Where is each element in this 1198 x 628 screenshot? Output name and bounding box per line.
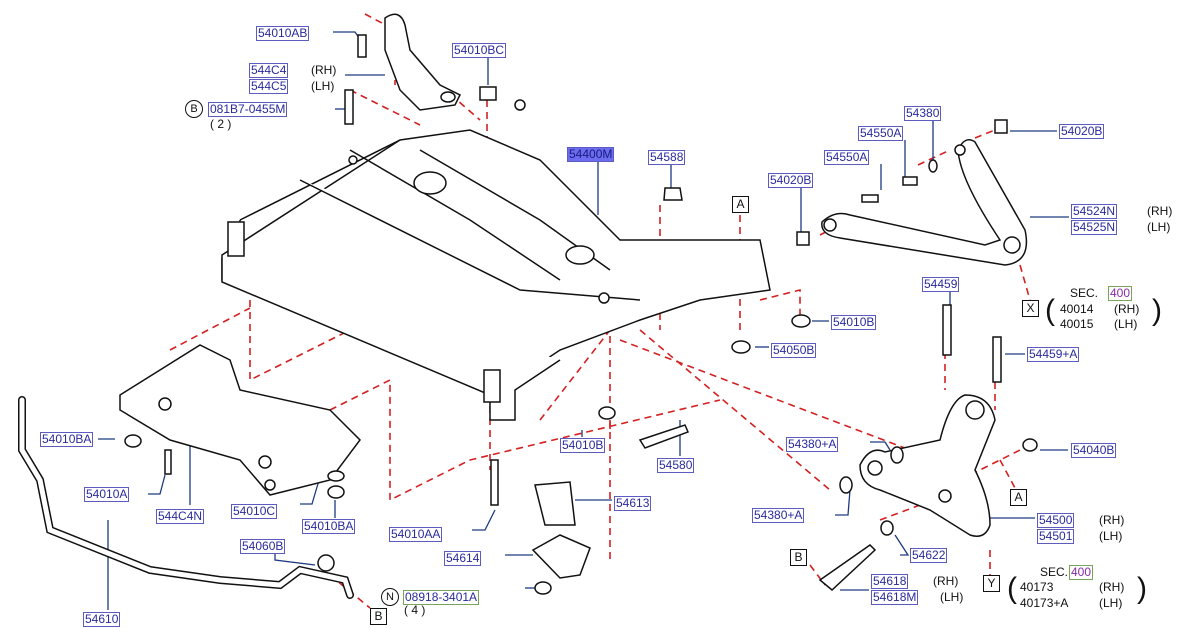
ref-box-b: B: [790, 549, 807, 566]
section-text: SEC.: [1070, 286, 1099, 300]
part-number-40173: 40173: [1020, 580, 1054, 594]
ref-box-x: X: [1022, 300, 1039, 317]
quantity-4: ( 4 ): [404, 603, 426, 617]
ref-box-a: A: [1010, 489, 1027, 506]
ref-circle-n: N: [381, 588, 399, 606]
side-rh: (RH): [311, 63, 337, 77]
ref-circle-b: B: [185, 100, 203, 118]
section-link-400[interactable]: 400: [1108, 286, 1133, 301]
quantity-2: ( 2 ): [210, 117, 232, 131]
part-label-54400M[interactable]: 54400M: [567, 147, 615, 162]
part-label-54550A[interactable]: 54550A: [858, 126, 904, 141]
part-label-54010AB[interactable]: 54010AB: [256, 26, 310, 41]
part-label-54020B[interactable]: 54020B: [1059, 124, 1105, 139]
leader-lines: [98, 31, 1069, 610]
side-rh: (RH): [1099, 513, 1125, 527]
part-label-544C4[interactable]: 544C4: [249, 63, 289, 78]
open-paren: (: [1007, 572, 1017, 605]
part-label-54622[interactable]: 54622: [910, 548, 948, 563]
part-label-54618[interactable]: 54618: [871, 574, 909, 589]
part-label-54500[interactable]: 54500: [1037, 513, 1075, 528]
part-label-54459[interactable]: 54459: [922, 277, 960, 292]
front-crossmember: [221, 99, 771, 421]
part-label-54501[interactable]: 54501: [1037, 529, 1075, 544]
part-label-54010BA[interactable]: 54010BA: [40, 432, 94, 447]
part-label-54610[interactable]: 54610: [83, 612, 121, 627]
part-label-08918-3401A[interactable]: 08918-3401A: [403, 590, 480, 605]
upper-link-54524N: [821, 139, 1028, 266]
ref-box-y: Y: [983, 575, 1000, 592]
part-label-54588[interactable]: 54588: [648, 150, 686, 165]
part-label-54020B[interactable]: 54020B: [768, 173, 814, 188]
rear-member-544C4N: [119, 344, 361, 496]
part-label-54010B[interactable]: 54010B: [831, 315, 877, 330]
part-label-54614[interactable]: 54614: [444, 551, 482, 566]
part-label-54010BC[interactable]: 54010BC: [452, 43, 507, 58]
part-number-40015: 40015: [1060, 317, 1094, 331]
side-lh: (LH): [1114, 317, 1138, 331]
side-lh: (LH): [311, 79, 335, 93]
part-label-54550A[interactable]: 54550A: [824, 150, 870, 165]
part-label-54380-a[interactable]: 54380+A: [786, 437, 839, 452]
part-label-54380[interactable]: 54380: [904, 106, 942, 121]
lower-link-54500: [859, 394, 996, 537]
part-label-54010BA[interactable]: 54010BA: [302, 519, 356, 534]
side-rh: (RH): [933, 574, 959, 588]
side-rh: (RH): [1114, 302, 1140, 316]
part-label-54524N[interactable]: 54524N: [1071, 204, 1118, 219]
part-label-54580[interactable]: 54580: [657, 458, 695, 473]
part-label-54010A[interactable]: 54010A: [84, 487, 130, 502]
part-label-544C4N[interactable]: 544C4N: [156, 509, 205, 524]
ref-box-b: B: [370, 608, 387, 625]
side-rh: (RH): [1147, 204, 1173, 218]
ref-box-a: A: [732, 196, 749, 213]
part-label-54040B[interactable]: 54040B: [1071, 443, 1117, 458]
crossmember-bracket-544C4: [384, 13, 462, 111]
part-label-54380-a[interactable]: 54380+A: [752, 508, 805, 523]
side-lh: (LH): [1099, 596, 1123, 610]
part-label-54050B[interactable]: 54050B: [771, 343, 817, 358]
close-paren: ): [1137, 572, 1147, 605]
part-label-54613[interactable]: 54613: [614, 496, 652, 511]
part-label-54459-a[interactable]: 54459+A: [1027, 347, 1080, 362]
side-lh: (LH): [940, 590, 964, 604]
part-number-40014: 40014: [1060, 302, 1094, 316]
part-label-54010AA[interactable]: 54010AA: [389, 527, 443, 542]
section-link-400[interactable]: 400: [1069, 565, 1094, 580]
section-text: SEC.: [1040, 565, 1069, 579]
side-lh: (LH): [1099, 529, 1123, 543]
side-lh: (LH): [1147, 220, 1171, 234]
small-parts: [124, 34, 1038, 595]
part-label-54525N[interactable]: 54525N: [1071, 220, 1118, 235]
side-rh: (RH): [1099, 580, 1125, 594]
open-paren: (: [1045, 294, 1055, 327]
part-number-40173-a: 40173+A: [1020, 596, 1069, 610]
part-label-54010C[interactable]: 54010C: [231, 504, 278, 519]
part-label-54618M[interactable]: 54618M: [871, 590, 919, 605]
close-paren: ): [1152, 294, 1162, 327]
part-label-54010B[interactable]: 54010B: [560, 438, 606, 453]
part-label-081B7-0455M[interactable]: 081B7-0455M: [208, 102, 288, 117]
part-label-54060B[interactable]: 54060B: [240, 539, 286, 554]
part-label-544C5[interactable]: 544C5: [249, 79, 289, 94]
